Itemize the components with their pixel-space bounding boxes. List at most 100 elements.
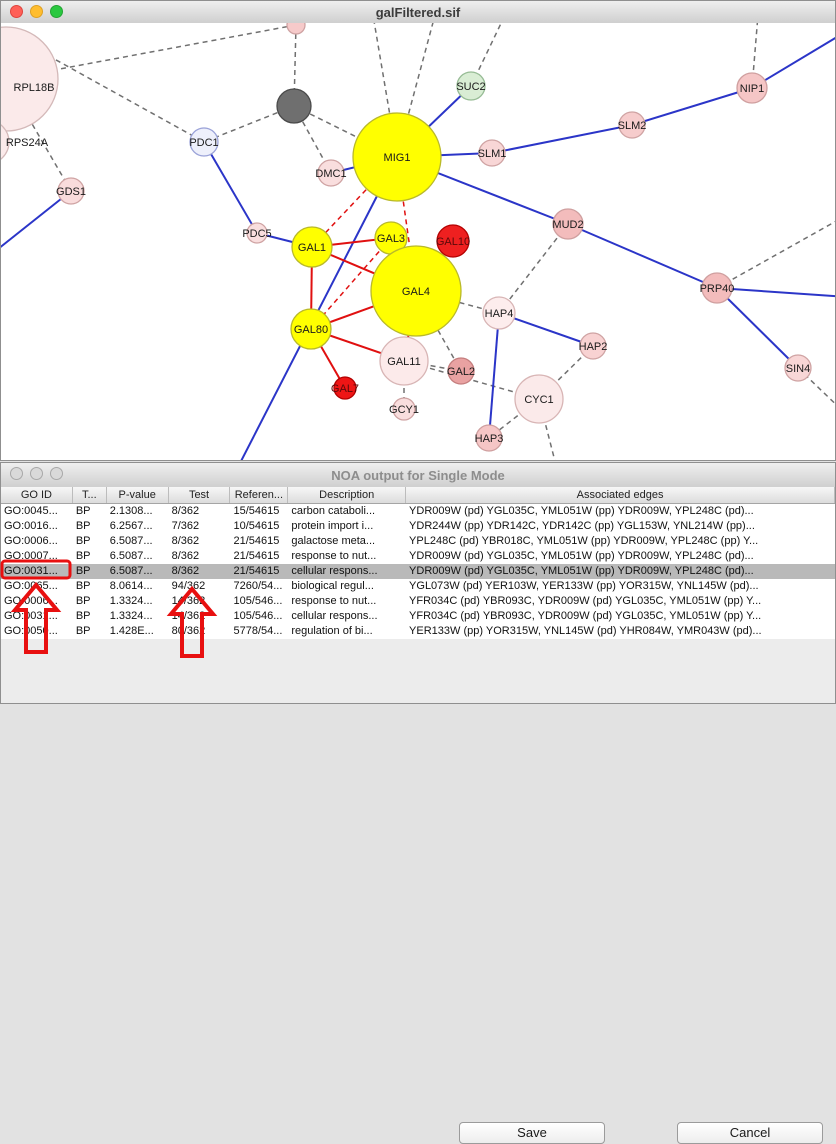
network-titlebar[interactable]: galFiltered.sif [1,1,835,24]
table-cell: 8/362 [171,565,200,577]
network-node-nip1[interactable] [736,72,768,104]
network-node-mud2[interactable] [552,208,584,240]
window-title: galFiltered.sif [375,4,461,20]
network-node-rpl18b[interactable] [1,26,59,132]
node-label: GAL4 [402,286,430,298]
table-cell: GO:0016... [4,520,58,532]
network-node-suc2[interactable] [456,71,486,101]
column-header[interactable]: GO ID [1,487,73,503]
table-cell: BP [75,505,91,517]
zoom-button[interactable] [50,467,63,480]
network-node-pdc1[interactable] [189,127,219,157]
noa-titlebar[interactable]: NOA output for Single Mode [1,463,835,488]
network-node-slm2[interactable] [618,111,646,139]
network-edge [203,141,258,234]
table-cell: GO:0045... [4,505,58,517]
network-node-gcy1[interactable] [392,397,416,421]
table-cell: YFR034C (pd) YBR093C, YDR009W (pd) YGL03… [409,610,762,622]
table-cell: galactose meta... [291,535,376,547]
network-node-hap3[interactable] [475,424,503,452]
network-canvas[interactable]: RPL18BRPS24AGDS1PDC1MIG1SUC2DMC1SLM1SLM2… [1,23,835,460]
network-node-slm1[interactable] [478,139,506,167]
network-edge [716,287,835,298]
network-edge [415,290,462,372]
network-node-gal7[interactable] [333,376,357,400]
table-cell: 80/362 [171,625,206,637]
network-node-gal2[interactable] [447,357,475,385]
network-node-sin4[interactable] [784,354,812,382]
network-edge [498,223,569,314]
table-cell: BP [75,535,91,547]
network-node-gds1[interactable] [57,177,85,205]
node-label: MUD2 [552,219,583,231]
table-cell: GO:0006... [4,535,58,547]
network-node-topn[interactable] [286,23,306,35]
cancel-button[interactable]: Cancel [677,1122,823,1144]
table-cell: 6.2567... [109,520,153,532]
network-node-hap2[interactable] [579,332,607,360]
table-cell: response to nut... [291,550,377,562]
node-label: PDC5 [242,228,271,240]
table-cell: 6.5087... [109,535,153,547]
node-label: NIP1 [740,83,764,95]
node-label: GAL2 [447,366,475,378]
node-label: SIN4 [786,363,810,375]
column-header[interactable]: P-value [107,487,169,503]
column-header[interactable]: Description [288,487,407,503]
network-node-dmc1[interactable] [317,159,345,187]
network-edge [716,220,835,289]
network-node-gal1[interactable] [291,226,333,268]
minimize-button[interactable] [30,467,43,480]
save-button[interactable]: Save [459,1122,605,1144]
close-button[interactable] [10,467,23,480]
node-label: GAL3 [377,233,405,245]
close-button[interactable] [10,5,23,18]
table-cell: YDR009W (pd) YGL035C, YML051W (pp) YDR00… [409,565,754,577]
network-edge [5,78,72,192]
network-edge [751,37,835,89]
node-label: GAL11 [387,356,420,368]
table-cell: YDR009W (pd) YGL035C, YML051W (pp) YDR00… [409,505,754,517]
table-cell: biological regul... [291,580,374,592]
minimize-button[interactable] [30,5,43,18]
table-cell: regulation of bi... [291,625,373,637]
network-node-gray1[interactable] [276,88,312,124]
node-label: CYC1 [524,394,553,406]
table-cell: YDR009W (pd) YGL035C, YML051W (pp) YDR00… [409,550,754,562]
network-node-gal10[interactable] [436,224,470,258]
network-node-hap4[interactable] [482,296,516,330]
table-cell: 2.1308... [109,505,153,517]
node-label: SLM1 [478,148,507,160]
column-header[interactable]: Referen... [230,487,289,503]
column-header[interactable]: Test [169,487,231,503]
network-node-gal80[interactable] [290,308,332,350]
node-label: MIG1 [384,152,411,164]
network-node-pdc5[interactable] [246,222,268,244]
table-cell: carbon cataboli... [291,505,376,517]
network-node-cyc1[interactable] [514,374,564,424]
table-cell: BP [75,625,91,637]
network-node-gal11[interactable] [379,336,429,386]
zoom-button[interactable] [50,5,63,18]
network-node-rps24a[interactable] [1,120,10,164]
column-header[interactable]: Associated edges [406,487,836,503]
table-cell: 1.3324... [109,610,153,622]
network-node-gal4[interactable] [370,245,462,337]
network-node-prp40[interactable] [701,272,733,304]
table-cell: BP [75,565,91,577]
table-cell: 1.428E... [109,625,154,637]
node-label: DMC1 [315,168,346,180]
column-header[interactable]: T... [73,487,107,503]
table-cell: 94/362 [171,580,206,592]
table-cell: cellular respons... [291,610,378,622]
network-node-mig1[interactable] [352,112,442,202]
